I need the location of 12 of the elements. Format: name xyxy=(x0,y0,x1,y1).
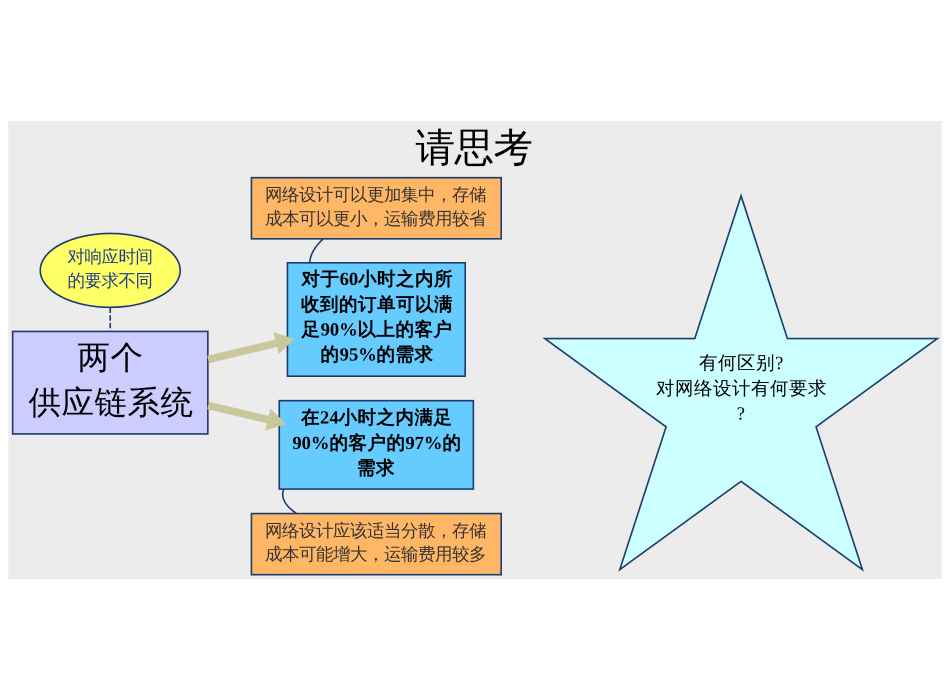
arrow xyxy=(207,402,286,431)
node-box: 网络设计可以更加集中，存储成本可以更小，运输费用较省 xyxy=(250,176,502,240)
connector xyxy=(109,308,112,332)
node-box: 网络设计应该适当分散，存储成本可能增大，运输费用较多 xyxy=(250,512,502,576)
node-ellipse: 对响应时间的要求不同 xyxy=(39,232,182,308)
connector xyxy=(308,238,324,263)
arrow xyxy=(207,332,294,364)
node-box: 在24小时之内满足90%的客户的97%的需求 xyxy=(278,400,474,490)
connector xyxy=(282,489,297,514)
node-box: 对于60小时之内所收到的订单可以满足90%以上的客户的95%的需求 xyxy=(286,262,466,377)
diagram-title: 请思考 xyxy=(416,127,533,170)
node-box: 两个供应链系统 xyxy=(12,330,209,435)
